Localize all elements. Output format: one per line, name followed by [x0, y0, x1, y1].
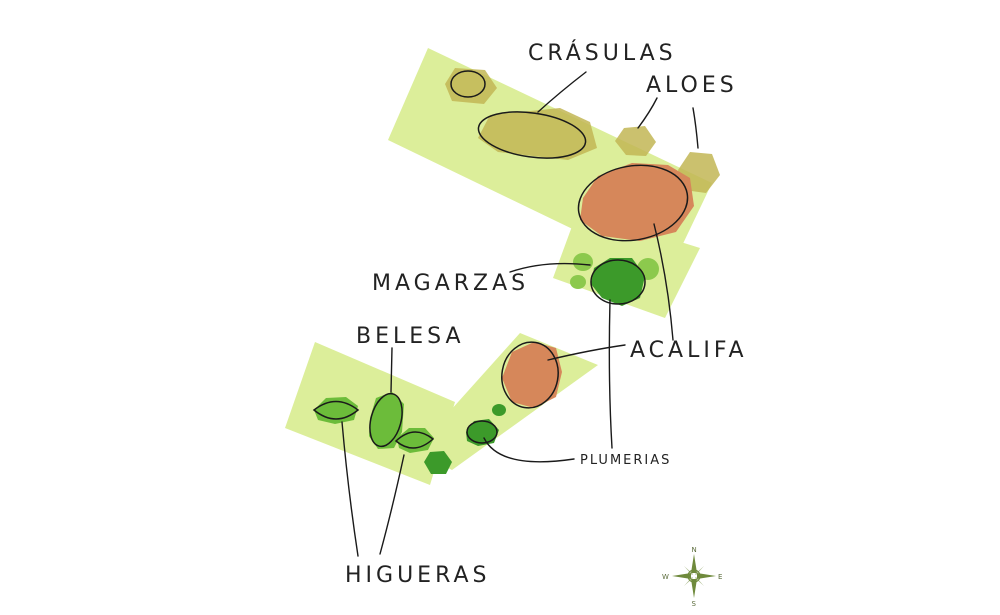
aloe-1: [615, 126, 656, 156]
magarza-1: [573, 253, 593, 271]
acalifa-lower-outline: [501, 341, 559, 409]
acalifa-upper-shape: [580, 163, 694, 241]
leader-lines: [341, 71, 699, 557]
leader-magarzas: [509, 262, 591, 273]
label-plumerias: PLUMERIAS: [580, 453, 671, 468]
label-magarzas: MAGARZAS: [372, 271, 529, 296]
leader-higuera-1: [341, 421, 359, 557]
leader-aloes-2: [692, 107, 699, 149]
plumeria-1: [492, 404, 506, 416]
label-aloes: ALOES: [646, 73, 738, 98]
crasula-large-outline: [477, 111, 587, 159]
leader-belesa: [390, 347, 393, 393]
crasulas-plants: [445, 68, 597, 160]
acalifa-lower: [501, 341, 562, 409]
compass-diag: [695, 577, 704, 586]
compass-point-e: [697, 573, 716, 579]
acalifa-upper: [577, 163, 694, 242]
compass-w-label: W: [662, 573, 669, 581]
compass-point-n: [691, 554, 697, 573]
compass-diag: [684, 577, 693, 586]
plumerias-plants: [466, 404, 506, 446]
lower-left-plants: [312, 392, 452, 474]
compass-rose-icon: N S E W: [662, 546, 722, 608]
acalifa-upper-outline: [577, 164, 689, 242]
magarzas-plants: [570, 253, 659, 306]
higuera-1-outline: [312, 400, 360, 420]
compass-n-label: N: [692, 546, 697, 554]
compass-diag: [684, 566, 693, 575]
small-shrub: [424, 451, 452, 474]
plant-labels: CRÁSULAS ALOES MAGARZAS BELESA ACALIFA P…: [345, 40, 748, 588]
compass-ring: [687, 569, 701, 583]
compass-s-label: S: [692, 600, 697, 608]
magarza-2: [570, 275, 586, 289]
acalifa-lower-shape: [502, 342, 562, 408]
plumeria-2: [466, 419, 499, 446]
leader-acalifa-lower: [547, 344, 626, 361]
label-crasulas: CRÁSULAS: [528, 40, 677, 66]
compass-diag: [695, 566, 704, 575]
label-belesa: BELESA: [356, 324, 465, 349]
compass-e-label: E: [718, 573, 722, 581]
label-higueras: HIGUERAS: [345, 563, 491, 588]
higuera-2-outline: [394, 431, 435, 449]
magarza-large: [591, 258, 645, 306]
leader-aloes-1: [637, 97, 658, 129]
plumeria-2-outline: [466, 420, 498, 444]
leader-plumerias-vertical: [608, 299, 613, 449]
leader-acalifa-upper: [653, 223, 674, 341]
crasula-small-outline: [450, 70, 486, 98]
compass-point-w: [672, 573, 691, 579]
magarza-large-outline: [590, 259, 646, 305]
leader-crasulas: [537, 71, 587, 113]
compass-point-s: [691, 579, 697, 598]
leader-plumerias: [483, 437, 575, 463]
label-acalifa: ACALIFA: [630, 338, 748, 363]
crasula-large: [478, 108, 597, 160]
leader-higuera-2: [379, 454, 405, 555]
belesa-outline: [369, 392, 403, 448]
